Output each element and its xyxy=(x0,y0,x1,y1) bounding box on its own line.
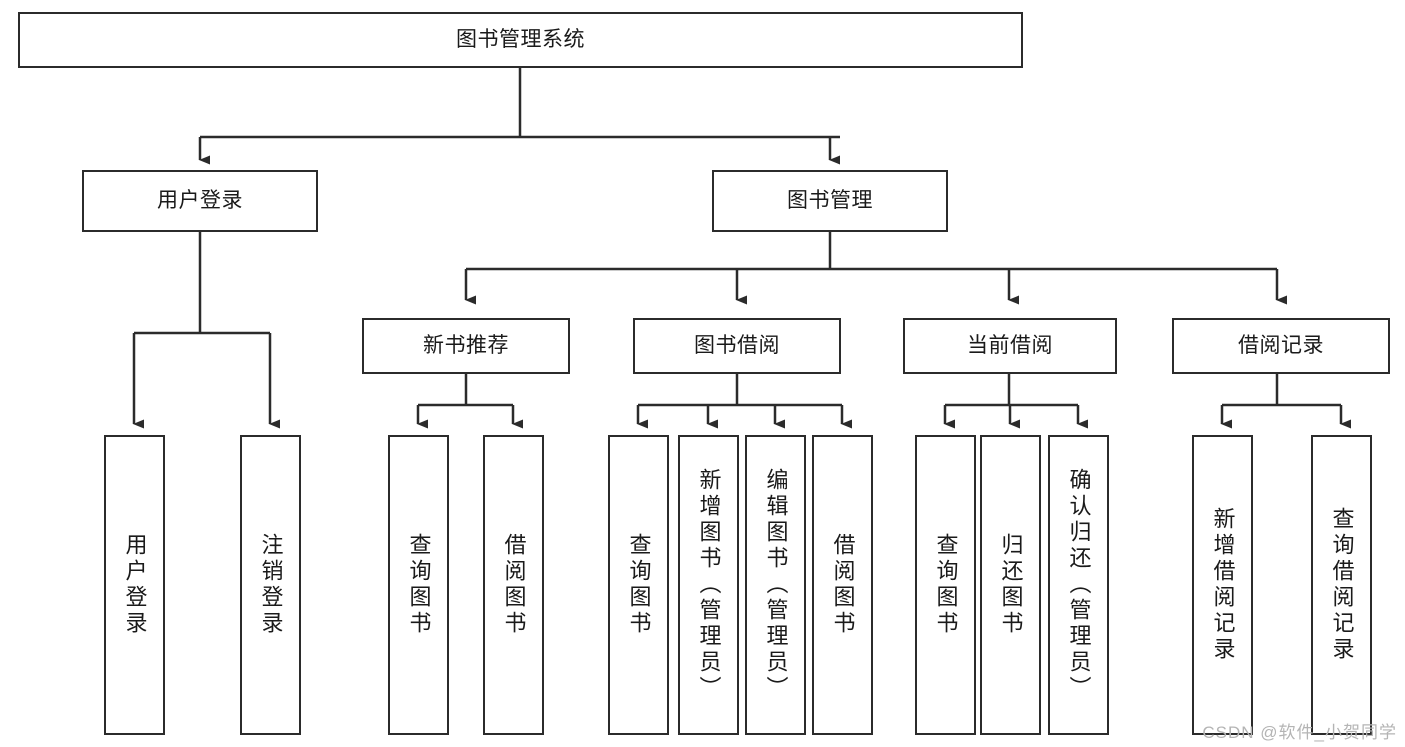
node-label: 图书管理系统 xyxy=(456,27,585,51)
node-user-login[interactable]: 用户登录 xyxy=(82,170,318,232)
node-label: 借阅图书 xyxy=(501,533,527,637)
node-label: 归还图书 xyxy=(998,533,1024,637)
leaf-current-query-book[interactable]: 查询图书 xyxy=(915,435,976,735)
node-label: 图书管理 xyxy=(787,188,873,212)
leaf-user-login-login[interactable]: 用户登录 xyxy=(104,435,165,735)
leaf-recommend-borrow-book[interactable]: 借阅图书 xyxy=(483,435,544,735)
leaf-borrow-add-book-admin[interactable]: 新增图书（管理员） xyxy=(678,435,739,735)
leaf-current-return-book[interactable]: 归还图书 xyxy=(980,435,1041,735)
node-label: 用户登录 xyxy=(157,188,243,212)
leaf-record-add-record[interactable]: 新增借阅记录 xyxy=(1192,435,1253,735)
node-label: 借阅记录 xyxy=(1238,333,1324,357)
node-label: 查询图书 xyxy=(406,533,432,637)
node-label: 借阅图书 xyxy=(830,533,856,637)
node-current-borrow[interactable]: 当前借阅 xyxy=(903,318,1117,374)
node-label: 新增借阅记录 xyxy=(1210,507,1236,663)
node-label: 注销登录 xyxy=(258,533,284,637)
leaf-user-login-logout[interactable]: 注销登录 xyxy=(240,435,301,735)
node-borrow-record[interactable]: 借阅记录 xyxy=(1172,318,1390,374)
node-book-borrow[interactable]: 图书借阅 xyxy=(633,318,841,374)
node-label: 查询图书 xyxy=(626,533,652,637)
node-label: 查询借阅记录 xyxy=(1329,507,1355,663)
leaf-current-confirm-return-admin[interactable]: 确认归还（管理员） xyxy=(1048,435,1109,735)
node-label: 当前借阅 xyxy=(967,333,1053,357)
node-root-system[interactable]: 图书管理系统 xyxy=(18,12,1023,68)
node-new-book-recommend[interactable]: 新书推荐 xyxy=(362,318,570,374)
node-label: 查询图书 xyxy=(933,533,959,637)
node-book-management[interactable]: 图书管理 xyxy=(712,170,948,232)
node-label: 用户登录 xyxy=(122,533,148,637)
node-label: 编辑图书（管理员） xyxy=(763,468,789,702)
node-label: 确认归还（管理员） xyxy=(1066,468,1092,702)
leaf-record-query-record[interactable]: 查询借阅记录 xyxy=(1311,435,1372,735)
node-label: 图书借阅 xyxy=(694,333,780,357)
node-label: 新书推荐 xyxy=(423,333,509,357)
leaf-recommend-query-book[interactable]: 查询图书 xyxy=(388,435,449,735)
leaf-borrow-borrow-book[interactable]: 借阅图书 xyxy=(812,435,873,735)
leaf-borrow-edit-book-admin[interactable]: 编辑图书（管理员） xyxy=(745,435,806,735)
node-label: 新增图书（管理员） xyxy=(696,468,722,702)
leaf-borrow-query-book[interactable]: 查询图书 xyxy=(608,435,669,735)
